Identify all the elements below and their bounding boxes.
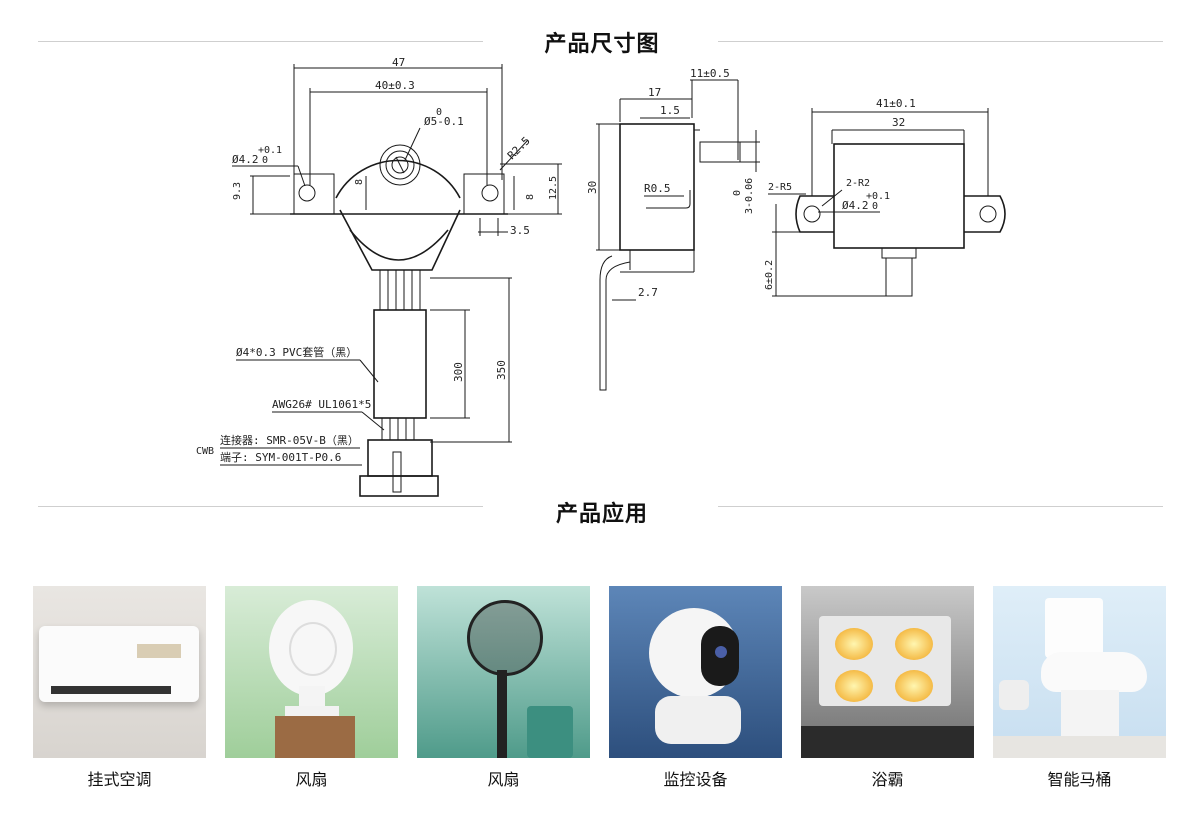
front-view: 47 40±0.3 0 Ø5-0.1 9.3 +0.1 Ø4.2 0: [196, 56, 562, 497]
security-camera-photo: [609, 586, 782, 758]
cwb-label: CWB: [196, 446, 214, 457]
air-conditioner-photo: [33, 586, 206, 758]
side-radius: R0.5: [644, 182, 671, 195]
dim-11: 11±0.5: [690, 67, 730, 80]
dim-9-3: 9.3: [232, 182, 243, 200]
dim-40: 40±0.3: [375, 79, 415, 92]
smart-toilet-photo: [993, 586, 1166, 758]
dim-3-tol: 0: [732, 190, 743, 196]
dimensions-title: 产品尺寸图: [544, 32, 660, 57]
len-350: 350: [495, 360, 508, 380]
wire-label: AWG26# UL1061*5: [272, 398, 371, 411]
dim-17: 17: [648, 86, 661, 99]
divider-left-top: [38, 41, 483, 42]
desk-fan-photo: [225, 586, 398, 758]
shaft-tol: 0: [436, 107, 442, 118]
bathroom-heater-photo: [801, 586, 974, 758]
top-view: 41±0.1 32 2-R2 2-R5 +0.1 Ø4.2 0 6±0.2: [764, 97, 1006, 297]
divider-right-bottom: [718, 506, 1163, 507]
side-view: 11±0.5 17 1.5 R0.5 30 0 3-0.06 2.7: [586, 67, 760, 391]
dim-3-5: 3.5: [510, 224, 530, 237]
label-2r2: 2-R2: [846, 178, 870, 189]
dim-1-5: 1.5: [660, 104, 680, 117]
hole-dia: Ø4.2: [232, 153, 259, 166]
dim-32: 32: [892, 116, 905, 129]
shaft-dia: Ø5-0.1: [424, 115, 464, 128]
divider-right-top: [718, 41, 1163, 42]
right-hole-dia: Ø4.2: [842, 199, 869, 212]
right-hole-tol-bot: 0: [872, 201, 878, 212]
dim-41: 41±0.1: [876, 97, 916, 110]
right-hole-tol-top: +0.1: [866, 191, 890, 202]
app-label-1: 风扇: [295, 770, 328, 789]
hole-tol-bot: 0: [262, 155, 268, 166]
hole-tol-top: +0.1: [258, 145, 282, 156]
dim-6: 6±0.2: [764, 260, 775, 290]
dim-12-5: 12.5: [548, 176, 559, 200]
radius-r2-5: R2.5: [505, 134, 533, 162]
app-label-5: 智能马桶: [1047, 770, 1112, 789]
divider-left-bottom: [38, 506, 483, 507]
app-label-4: 浴霸: [871, 770, 904, 789]
app-label-2: 风扇: [487, 770, 520, 789]
app-label-3: 监控设备: [663, 770, 728, 789]
len-300: 300: [452, 362, 465, 382]
dim-8-left: 8: [354, 179, 365, 185]
connector-label: 连接器: SMR-05V-B（黑）: [220, 434, 359, 447]
applications-title: 产品应用: [555, 502, 648, 527]
dim-30: 30: [586, 181, 599, 194]
dimension-drawing: 47 40±0.3 0 Ø5-0.1 9.3 +0.1 Ø4.2 0: [196, 56, 1006, 497]
dim-8-right: 8: [525, 194, 536, 200]
dim-2-7: 2.7: [638, 286, 658, 299]
app-label-0: 挂式空调: [87, 770, 152, 789]
sleeve-label: Ø4*0.3 PVC套管（黑）: [236, 345, 357, 359]
label-2r5: 2-R5: [768, 182, 792, 193]
standing-fan-photo: [417, 586, 590, 758]
terminal-label: 端子: SYM-001T-P0.6: [220, 451, 341, 464]
dim-47: 47: [392, 56, 405, 69]
dim-3: 3-0.06: [744, 178, 755, 214]
